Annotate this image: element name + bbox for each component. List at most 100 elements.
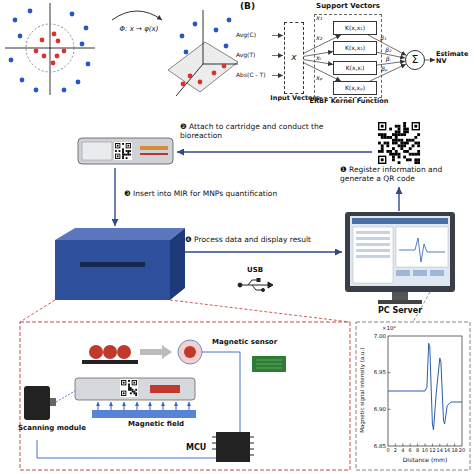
qr-module xyxy=(130,387,132,389)
qr-finder xyxy=(123,392,125,394)
chip-pin xyxy=(212,437,216,438)
data-point xyxy=(86,62,91,67)
qr-finder xyxy=(116,144,120,148)
tick-label: 6.85 xyxy=(366,443,386,449)
qr-module xyxy=(122,143,124,145)
qr-module xyxy=(130,389,132,391)
qr-module xyxy=(381,133,384,136)
qr-module xyxy=(128,380,130,382)
chip-trace xyxy=(256,368,282,369)
qr-module xyxy=(409,158,412,161)
qr-module xyxy=(378,142,381,145)
part-label: MCU xyxy=(186,443,214,452)
qr-module xyxy=(135,394,137,396)
plot-frame xyxy=(388,336,462,446)
qr-module xyxy=(409,147,412,150)
tick-mark xyxy=(388,372,391,373)
qr-module xyxy=(119,150,121,152)
cartridge-window xyxy=(82,142,112,160)
data-point xyxy=(181,82,186,87)
inset-frame xyxy=(20,322,350,470)
qr-module xyxy=(115,150,117,152)
qr-module xyxy=(398,161,401,164)
qr-module xyxy=(395,133,398,136)
qr-module xyxy=(378,150,381,153)
qr-module xyxy=(392,158,395,161)
qr-finder xyxy=(117,155,119,157)
tick-mark xyxy=(447,444,448,447)
qr-module xyxy=(381,136,384,139)
mapping-arrow xyxy=(112,11,162,20)
tick-label: 10 xyxy=(419,448,431,454)
step-label: ❸ Insert into MIR for MNPs quantificatio… xyxy=(124,190,324,199)
vector-symbol: x xyxy=(291,53,296,63)
step-label: ❶ Register information and generate a QR… xyxy=(340,166,474,183)
chip-pin xyxy=(250,437,254,438)
qr-module xyxy=(403,128,406,131)
qr-module xyxy=(122,155,124,157)
qr-code xyxy=(377,121,421,165)
input-space-plot xyxy=(5,3,95,95)
input-feature: Avg(T) xyxy=(236,52,276,59)
monitor-screen xyxy=(350,216,450,286)
ui-chart xyxy=(399,238,445,262)
qr-module xyxy=(126,150,128,152)
weight-label: βᵢ xyxy=(381,56,395,63)
chip-pin xyxy=(250,449,254,450)
chip-body xyxy=(252,356,286,372)
usb-tip xyxy=(268,282,273,288)
red-points xyxy=(181,64,227,87)
magnetic-sensor-icon xyxy=(178,340,202,364)
chip-pin xyxy=(250,455,254,456)
axis-line xyxy=(50,3,51,95)
ui-row xyxy=(356,237,390,240)
qr-module xyxy=(133,391,135,393)
qr-module xyxy=(127,150,129,152)
qr-finder xyxy=(133,381,137,385)
qr-module xyxy=(403,150,406,153)
qr-finder xyxy=(378,122,386,130)
tick-label: 16 xyxy=(441,448,453,454)
qr-module xyxy=(384,136,387,139)
qr-finder xyxy=(121,380,126,385)
ui-row xyxy=(356,249,390,252)
tick-mark xyxy=(410,444,411,447)
qr-finder xyxy=(414,125,417,128)
data-point xyxy=(34,88,39,93)
qr-module xyxy=(133,392,135,394)
qr-finder xyxy=(133,382,135,384)
qr-module xyxy=(409,153,412,156)
connector xyxy=(304,60,333,65)
connector xyxy=(368,35,406,55)
weight-label: β₁ xyxy=(376,35,390,42)
data-point xyxy=(180,34,185,39)
axis-line xyxy=(176,64,203,96)
decision-boundary xyxy=(26,24,74,72)
data-point xyxy=(18,34,23,39)
ui-button xyxy=(396,270,410,276)
qr-module xyxy=(417,142,420,145)
qr-finder xyxy=(381,125,384,128)
part-label: Scanning module xyxy=(18,424,98,432)
data-point xyxy=(40,38,45,43)
qr-module xyxy=(381,150,384,153)
data-point xyxy=(212,71,217,76)
qr-module xyxy=(381,144,384,147)
data-point xyxy=(52,32,57,37)
qr-module xyxy=(417,144,420,147)
qr-module xyxy=(128,389,130,391)
qr-module xyxy=(126,157,128,159)
input-arrow xyxy=(272,75,283,76)
qr-code xyxy=(114,142,132,160)
qr-module xyxy=(417,158,420,161)
qr-module xyxy=(414,158,417,161)
tick-label: 14 xyxy=(434,448,446,454)
cartridge-body xyxy=(75,378,195,400)
kernel-box: K(x,xᵢ) xyxy=(333,61,377,75)
qr-module xyxy=(403,122,406,125)
qr-background xyxy=(120,379,138,397)
qr-module xyxy=(403,144,406,147)
data-point xyxy=(34,49,39,54)
qr-module xyxy=(417,153,420,156)
qr-module xyxy=(414,161,417,164)
